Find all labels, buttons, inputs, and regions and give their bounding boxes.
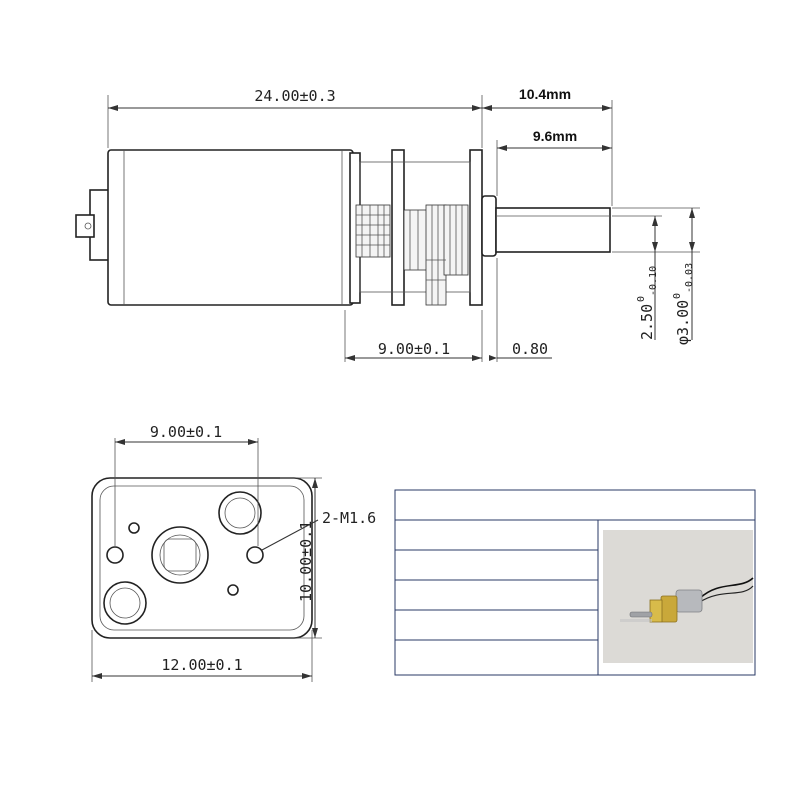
screw-hole-right	[246, 546, 264, 564]
dim-hole-spacing: 9.00±0.1	[114, 423, 259, 546]
spec-table	[394, 489, 756, 676]
dim-gap: 0.80	[489, 258, 552, 362]
shaft-flat-label: 2.50	[638, 304, 656, 340]
terminal-hole	[84, 222, 92, 230]
gearbox-front-view	[91, 477, 313, 639]
screw-callout: 2-M1.6	[261, 509, 376, 551]
shaft-flat-sub: -0.10	[648, 266, 659, 296]
dim-shaft-diameter: φ3.00 0 -0.03	[612, 207, 700, 345]
gear-stack-2	[403, 209, 429, 271]
shaft-outer-label: 10.4mm	[519, 86, 571, 102]
dim-gearbox-length: 9.00±0.1	[344, 310, 483, 362]
mount-hole-bottom	[109, 587, 141, 619]
hole-spacing-label: 9.00±0.1	[150, 423, 222, 441]
face-height-label: 10.00±0.1	[297, 521, 315, 602]
dim-face-height: 10.00±0.1	[280, 477, 322, 639]
dim-shaft-flat: 2.50 0 -0.10	[612, 215, 700, 340]
mount-hole-top	[224, 497, 256, 529]
gear-teeth	[356, 205, 463, 305]
bearing-boss	[481, 195, 497, 257]
shaft-dia-label: φ3.00	[674, 300, 692, 345]
spec-table-frame	[394, 489, 756, 676]
dim-face-width: 12.00±0.1	[91, 630, 313, 682]
output-shaft	[495, 207, 611, 253]
front-plate-inner	[99, 485, 305, 631]
gear-stack-3	[425, 204, 447, 306]
motor-can	[107, 149, 354, 306]
gearbox-plate-2	[391, 149, 405, 306]
gear-stack-1	[355, 204, 391, 258]
screw-hole-left	[106, 546, 124, 564]
dim-shaft-inner: 9.6mm	[496, 128, 612, 196]
shaft-bearing-inner	[159, 534, 201, 576]
micro-gear-motor-photo	[603, 530, 754, 663]
shaft-flat-sup: 0	[636, 296, 647, 302]
total-length-label: 24.00±0.3	[254, 87, 335, 105]
motor-side-view	[75, 149, 611, 306]
gearbox-plate-3	[469, 149, 483, 306]
screw-callout-label: 2-M1.6	[322, 509, 376, 527]
dim-total-length: 24.00±0.3	[107, 87, 483, 148]
dim-shaft-outer: 10.4mm	[482, 86, 613, 206]
locator-hole-2	[227, 584, 239, 596]
shaft-inner-label: 9.6mm	[533, 128, 577, 144]
locator-hole-1	[128, 522, 140, 534]
gearbox-length-label: 9.00±0.1	[378, 340, 450, 358]
gap-label: 0.80	[512, 340, 548, 358]
shaft-dia-sup: 0	[672, 293, 683, 299]
shaft-dia-sub: -0.03	[684, 263, 695, 293]
face-width-label: 12.00±0.1	[161, 656, 242, 674]
shaft-section	[163, 538, 197, 572]
